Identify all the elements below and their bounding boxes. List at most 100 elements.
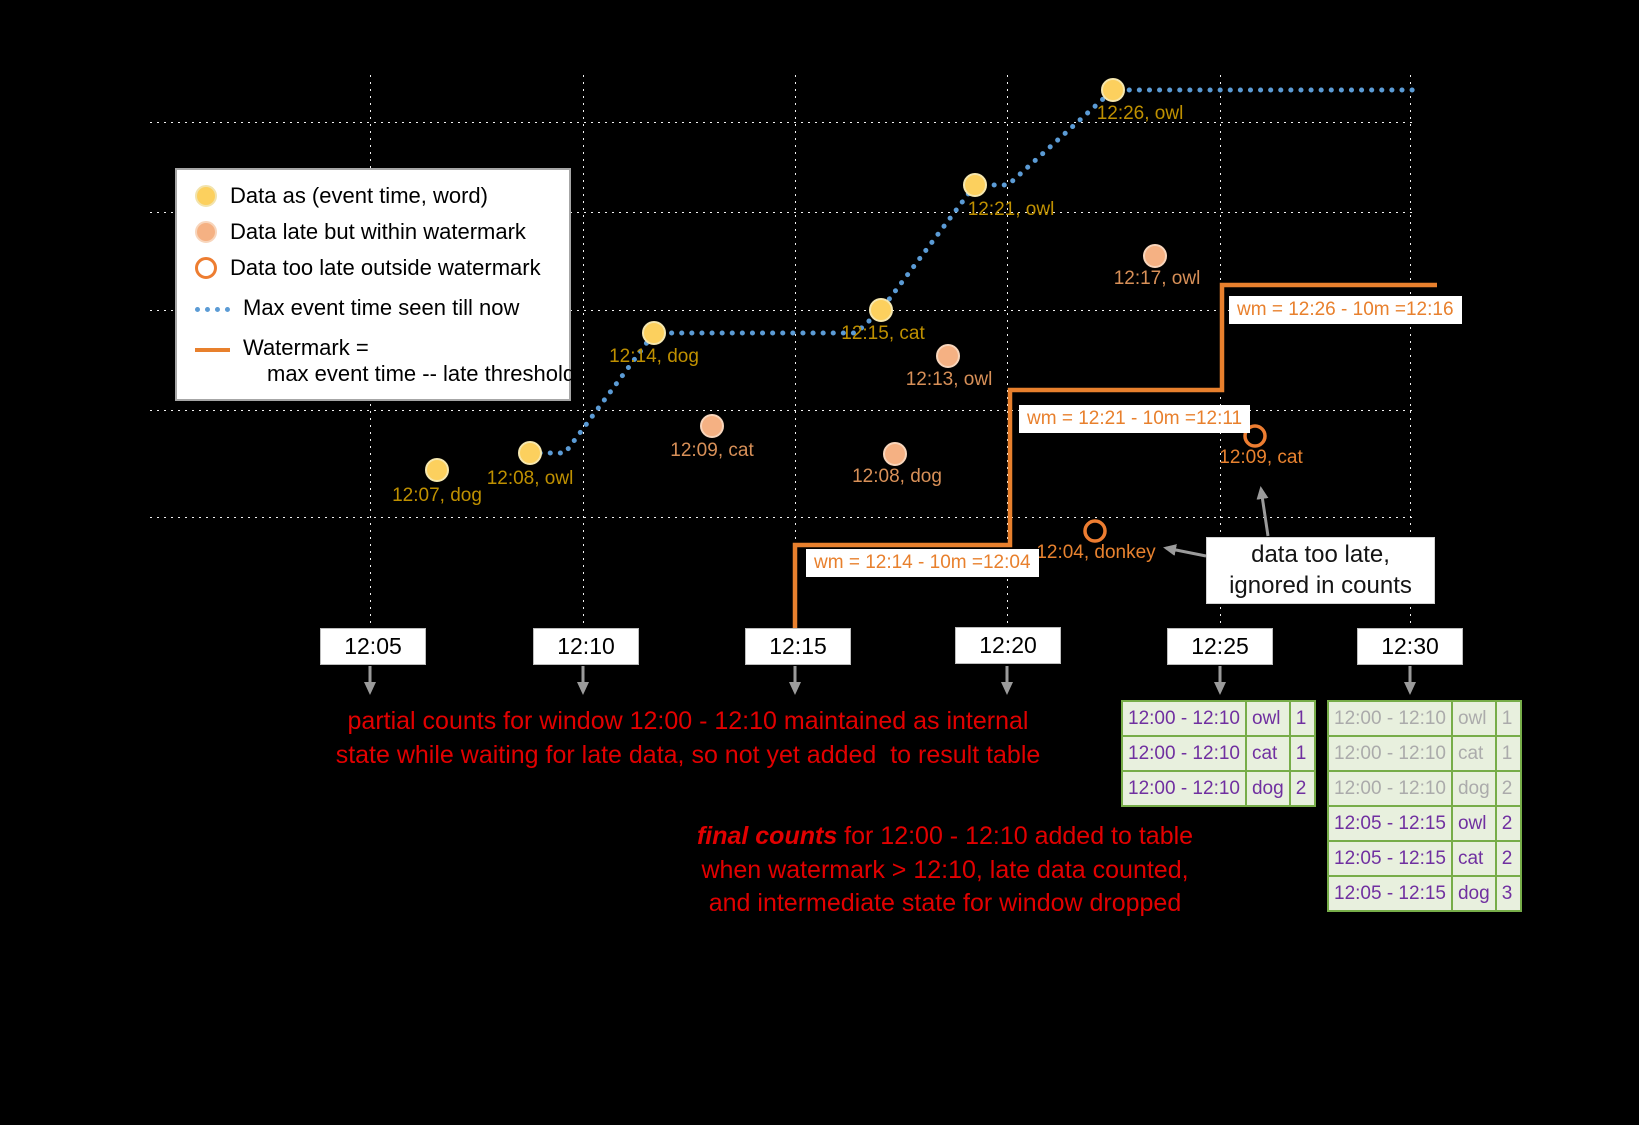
table-row: 12:00 - 12:10 dog 2	[1121, 770, 1316, 807]
on-time-dot	[642, 321, 666, 345]
partial-counts-annotation: partial counts for window 12:00 - 12:10 …	[280, 705, 1096, 772]
count-cell: 1	[1494, 735, 1522, 772]
axis-tick-12-20: 12:20	[955, 627, 1061, 664]
note-arrow-to-cat-icon	[1256, 486, 1270, 537]
on-time-dots	[425, 78, 1125, 482]
table-row-dimmed: 12:00 - 12:10 dog 2	[1327, 770, 1522, 807]
annotation-line-rest: for 12:00 - 12:10 added to table	[837, 822, 1194, 850]
note-line: data too late,	[1251, 540, 1390, 568]
watermark-line	[792, 282, 1437, 633]
window-cell: 12:05 - 12:15	[1327, 805, 1453, 842]
axis-tick-12-30: 12:30	[1357, 628, 1463, 665]
too-late-note: data too late, ignored in counts	[1206, 537, 1435, 604]
word-cell: cat	[1450, 840, 1497, 877]
result-table-12-25: 12:00 - 12:10 owl 1 12:00 - 12:10 cat 1 …	[1121, 700, 1316, 807]
word-cell: owl	[1450, 805, 1497, 842]
count-cell: 1	[1288, 735, 1316, 772]
on-time-dot	[518, 441, 542, 465]
word-cell: cat	[1244, 735, 1291, 772]
legend-item-late: Data late but within watermark	[195, 219, 551, 245]
count-cell: 2	[1288, 770, 1316, 807]
on-time-dot	[425, 458, 449, 482]
on-time-dot-icon	[195, 185, 217, 207]
axis-tick-12-05: 12:05	[320, 628, 426, 665]
count-cell: 3	[1494, 875, 1522, 912]
note-line: ignored in counts	[1229, 571, 1412, 599]
word-cell: dog	[1450, 875, 1497, 912]
watermark-value-label: wm = 12:14 - 10m =12:04	[806, 549, 1039, 577]
table-row-dimmed: 12:00 - 12:10 cat 1	[1327, 735, 1522, 772]
table-row: 12:05 - 12:15 dog 3	[1327, 875, 1522, 912]
late-dot	[1143, 244, 1167, 268]
annotation-line: state while waiting for late data, so no…	[335, 740, 1041, 769]
legend-label: Max event time seen till now	[243, 295, 520, 320]
legend-watermark-line1: Watermark =	[243, 335, 369, 360]
count-cell: 2	[1494, 770, 1522, 807]
table-row: 12:00 - 12:10 cat 1	[1121, 735, 1316, 772]
too-late-dot	[1083, 519, 1107, 543]
dotted-line-icon	[195, 307, 230, 312]
result-table-12-30: 12:00 - 12:10 owl 1 12:00 - 12:10 cat 1 …	[1327, 700, 1522, 912]
solid-line-icon	[195, 348, 230, 352]
window-cell: 12:00 - 12:10	[1327, 700, 1453, 737]
axis-tick-12-15: 12:15	[745, 628, 851, 665]
point-label: 12:08, owl	[486, 468, 574, 489]
legend-label: Data late but within watermark	[230, 219, 526, 244]
window-cell: 12:00 - 12:10	[1327, 770, 1453, 807]
count-cell: 1	[1494, 700, 1522, 737]
legend-label: Watermark = max event time -- late thres…	[243, 335, 575, 387]
point-label: 12:07, dog	[392, 485, 482, 506]
point-label: 12:04, donkey	[1036, 542, 1156, 563]
legend-watermark-line2: max event time -- late threshold	[267, 361, 576, 386]
legend-item-max-event: Max event time seen till now	[195, 295, 551, 321]
annotation-line: partial counts for window 12:00 - 12:10 …	[347, 707, 1029, 735]
legend-label: Data too late outside watermark	[230, 255, 541, 280]
table-row-dimmed: 12:00 - 12:10 owl 1	[1327, 700, 1522, 737]
window-cell: 12:00 - 12:10	[1121, 700, 1247, 737]
too-late-dot-icon	[195, 257, 217, 279]
word-cell: dog	[1244, 770, 1291, 807]
legend-item-too-late: Data too late outside watermark	[195, 255, 551, 281]
point-label: 12:13, owl	[905, 369, 993, 390]
table-row: 12:00 - 12:10 owl 1	[1121, 700, 1316, 737]
table-row: 12:05 - 12:15 cat 2	[1327, 840, 1522, 877]
word-cell: dog	[1450, 770, 1497, 807]
legend-item-watermark: Watermark = max event time -- late thres…	[195, 335, 575, 387]
word-cell: cat	[1450, 735, 1497, 772]
point-label: 12:09, cat	[1219, 447, 1303, 468]
note-arrows	[1163, 486, 1270, 558]
point-label: 12:26, owl	[1096, 103, 1184, 124]
window-cell: 12:00 - 12:10	[1121, 770, 1247, 807]
legend-label: Data as (event time, word)	[230, 183, 488, 208]
legend-item-on-time: Data as (event time, word)	[195, 183, 551, 209]
final-counts-emphasis: final counts	[696, 822, 838, 850]
annotation-line: when watermark > 12:10, late data counte…	[701, 855, 1189, 884]
word-cell: owl	[1450, 700, 1497, 737]
legend: Data as (event time, word) Data late but…	[175, 168, 575, 401]
on-time-dot	[963, 173, 987, 197]
late-dot	[883, 442, 907, 466]
late-dot-icon	[195, 221, 217, 243]
table-row: 12:05 - 12:15 owl 2	[1327, 805, 1522, 842]
axis-tick-12-10: 12:10	[533, 628, 639, 665]
max-event-time-line	[527, 87, 1420, 456]
window-cell: 12:05 - 12:15	[1327, 840, 1453, 877]
window-cell: 12:00 - 12:10	[1327, 735, 1453, 772]
word-cell: owl	[1244, 700, 1291, 737]
window-cell: 12:05 - 12:15	[1327, 875, 1453, 912]
on-time-dot	[1101, 78, 1125, 102]
late-dots	[700, 244, 1167, 466]
axis-tick-12-25: 12:25	[1167, 628, 1273, 665]
point-label: 12:17, owl	[1113, 268, 1201, 289]
watermark-value-label: wm = 12:26 - 10m =12:16	[1229, 296, 1462, 324]
count-cell: 2	[1494, 840, 1522, 877]
point-label: 12:08, dog	[852, 466, 942, 487]
on-time-dot	[869, 298, 893, 322]
watermark-value-label: wm = 12:21 - 10m =12:11	[1019, 405, 1251, 433]
late-dot	[700, 414, 724, 438]
too-late-dots	[1083, 424, 1267, 543]
point-label: 12:09, cat	[670, 440, 754, 461]
annotation-line: final counts for 12:00 - 12:10 added to …	[690, 820, 1200, 854]
count-cell: 2	[1494, 805, 1522, 842]
